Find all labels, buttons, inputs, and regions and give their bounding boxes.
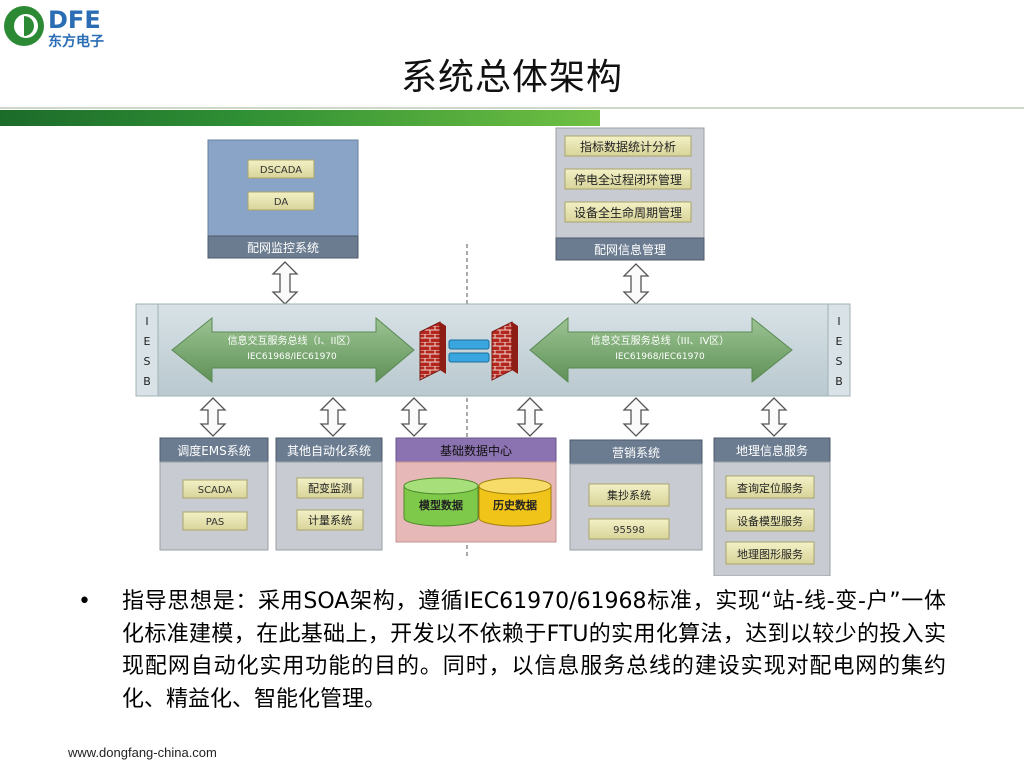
double-arrow-ems: [199, 397, 227, 437]
esb-right-letter: E: [836, 335, 843, 348]
esb-left-column: [135, 303, 159, 397]
info-item-lifecycle: 设备全生命周期管理: [574, 205, 682, 220]
esb-left-letter: I: [145, 315, 148, 328]
other-automation-system: 其他自动化系统 配变监测 计量系统: [275, 437, 383, 551]
other-automation-box-title: 其他自动化系统: [287, 444, 371, 458]
ems-item-pas: PAS: [206, 517, 225, 528]
bullet-paragraph: • 指导思想是：采用SOA架构，遵循IEC61970/61968标准，实现“站-…: [78, 586, 946, 716]
gis-service: 地理信息服务 查询定位服务 设备模型服务 地理图形服务: [713, 437, 831, 576]
bus-right-line2: IEC61968/IEC61970: [615, 352, 705, 362]
esb-left-letter: E: [144, 335, 151, 348]
model-data-label: 模型数据: [419, 498, 463, 512]
model-data-cylinder-icon: [403, 477, 479, 527]
gis-box-title: 地理信息服务: [736, 443, 808, 458]
dfe-logo: DFE 东方电子: [4, 6, 104, 50]
marketing-item-95598: 95598: [613, 525, 645, 536]
double-arrow-data-center-right: [516, 397, 544, 437]
data-center-box-title: 基础数据中心: [440, 443, 512, 458]
firewall-right-icon: [491, 321, 518, 381]
da-chip: [247, 191, 315, 211]
marketing-item-collection: 集抄系统: [607, 488, 651, 502]
gis-item-model: 设备模型服务: [737, 514, 803, 528]
ems-item-scada: SCADA: [198, 485, 233, 496]
esb-right-column: [827, 303, 851, 397]
gis-item-graphics: 地理图形服务: [737, 548, 803, 561]
architecture-diagram: DSCADA DA 配网监控系统 指标数据统计分析 停电全过程闭环管理 设备全生…: [135, 127, 851, 576]
dscada-label: DSCADA: [260, 165, 302, 176]
marketing-box-title: 营销系统: [612, 446, 660, 460]
history-data-cylinder-icon: [478, 477, 552, 527]
info-item-stats: 指标数据统计分析: [580, 139, 676, 154]
distribution-info-management: 指标数据统计分析 停电全过程闭环管理 设备全生命周期管理 配网信息管理: [555, 127, 705, 261]
distribution-monitoring-system: DSCADA DA 配网监控系统: [207, 139, 359, 259]
da-label: DA: [274, 197, 289, 208]
bus-left-line2: IEC61968/IEC61970: [247, 352, 337, 362]
bus-left-line1: 信息交互服务总线（I、II区）: [228, 334, 357, 347]
double-arrow-info-mgmt: [622, 263, 650, 305]
other-item-transformer-monitor: 配变监测: [308, 481, 352, 495]
isolation-device-icon: [448, 339, 490, 363]
basic-data-center: 基础数据中心 模型数据 历史数据: [395, 437, 557, 543]
bullet-marker: •: [78, 589, 91, 614]
other-item-metering: 计量系统: [308, 514, 352, 527]
dscada-chip: [247, 159, 315, 179]
double-arrow-marketing: [622, 397, 650, 437]
service-bus: I E S B I E S B 信息交互服务总线（I、II区） IEC61968…: [135, 303, 851, 397]
ems-box-title: 调度EMS系统: [177, 443, 251, 458]
logo-subtext: 东方电子: [48, 33, 104, 50]
logo-text: DFE: [48, 6, 101, 34]
esb-right-letter: S: [836, 355, 843, 368]
bullet-text: 指导思想是：采用SOA架构，遵循IEC61970/61968标准，实现“站-线-…: [122, 589, 946, 712]
esb-left-letter: S: [144, 355, 151, 368]
bus-arrow-right: [529, 316, 793, 384]
dscada-box-title: 配网监控系统: [247, 241, 319, 255]
double-arrow-gis: [760, 397, 788, 437]
page-title: 系统总体架构: [400, 57, 623, 98]
double-arrow-other-automation: [319, 397, 347, 437]
gis-item-query: 查询定位服务: [737, 481, 803, 495]
info-item-outage: 停电全过程闭环管理: [574, 172, 682, 187]
bus-arrow-left: [171, 316, 415, 384]
firewall-left-icon: [419, 321, 446, 381]
esb-left-letter: B: [143, 375, 151, 388]
esb-right-letter: I: [837, 315, 840, 328]
accent-bar: [0, 110, 600, 126]
double-arrow-dscada: [271, 261, 299, 305]
title-divider: [0, 107, 1024, 109]
history-data-label: 历史数据: [493, 498, 537, 512]
dispatch-ems-system: 调度EMS系统 SCADA PAS: [159, 437, 269, 551]
double-arrow-data-center-left: [400, 397, 428, 437]
marketing-system: 营销系统 集抄系统 95598: [569, 439, 703, 551]
bus-right-line1: 信息交互服务总线（III、IV区）: [591, 334, 730, 347]
info-mgmt-box-title: 配网信息管理: [594, 242, 666, 257]
esb-right-letter: B: [835, 375, 843, 388]
footer-url: www.dongfang-china.com: [68, 745, 217, 760]
